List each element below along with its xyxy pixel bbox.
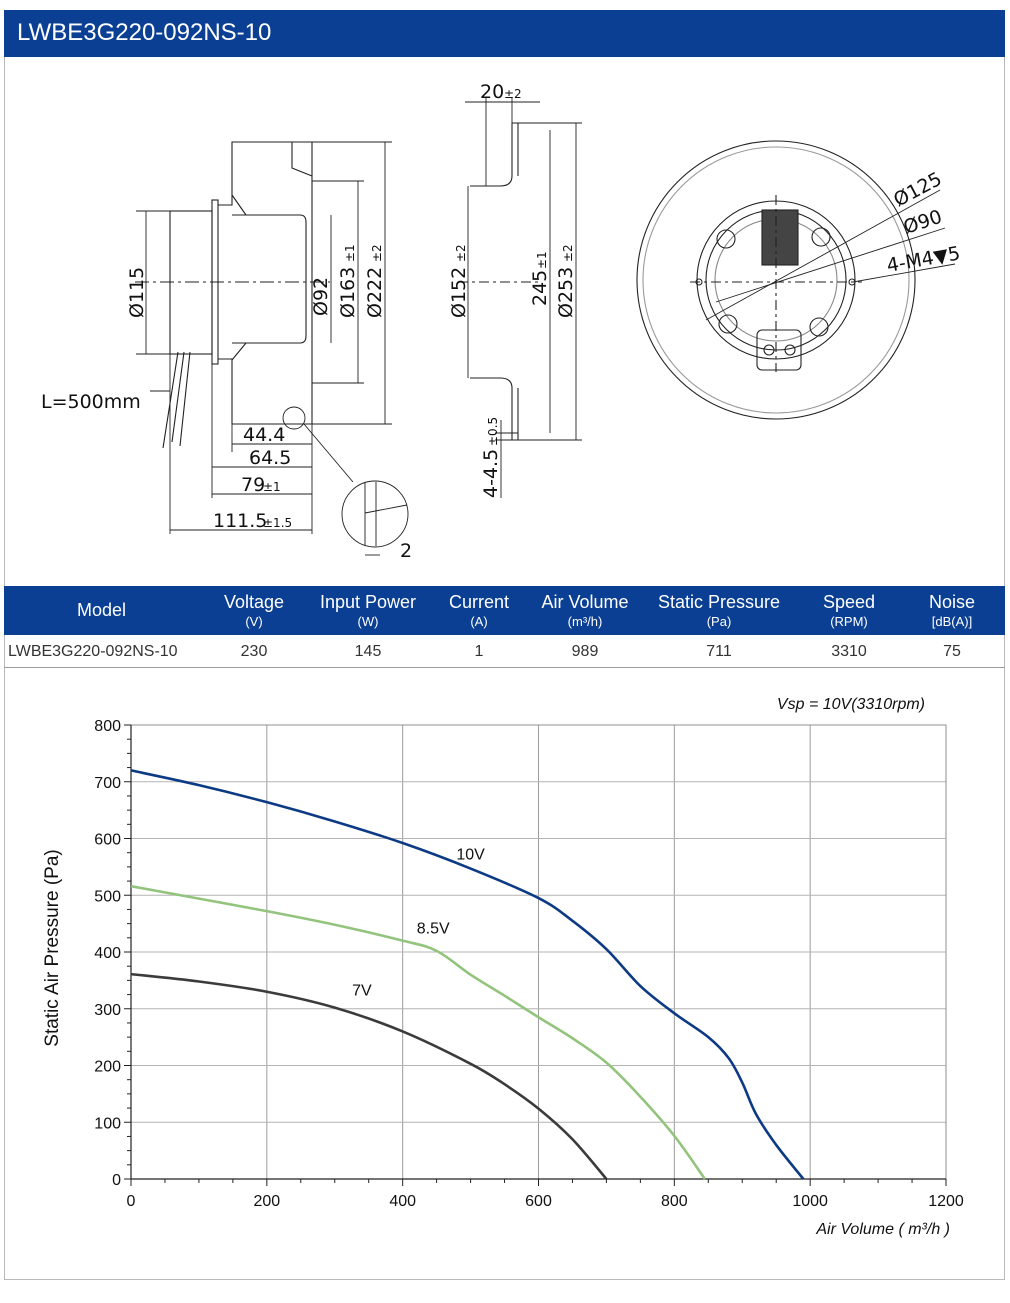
- y-tick-label: 200: [94, 1059, 121, 1076]
- dim-d163-tol: ±1: [343, 244, 357, 262]
- dim-d152-tol: ±2: [454, 244, 468, 262]
- cell-model: LWBE3G220-092NS-10: [8, 643, 178, 660]
- profile-view: [458, 97, 582, 498]
- header-air-volume: Air Volume (m³/h): [541, 592, 629, 629]
- chart-series-labels: 10V 8.5V 7V: [352, 846, 485, 999]
- dim-d253-tol: ±2: [561, 244, 575, 262]
- chart-axes: 0 100 200 300 400 500 600 700 800 0 200 400 600 800 10…: [94, 718, 964, 1210]
- x-tick-label: 0: [127, 1193, 136, 1210]
- y-tick-label: 800: [94, 718, 121, 735]
- series-line-7v: [130, 972, 608, 1180]
- dim-d222: Ø222: [364, 267, 386, 318]
- chart-grid: [130, 724, 947, 1180]
- cell-static-pressure: 711: [706, 643, 732, 660]
- dim-w20-tol: ±2: [504, 87, 522, 101]
- y-tick-label: 600: [94, 832, 121, 849]
- dim-w20: 20: [480, 81, 504, 103]
- series-label: 10V: [456, 846, 485, 863]
- side-dim-labels: Ø115 Ø92 Ø163 ±1 Ø222 ±2 L=500mm 44.4 64…: [41, 244, 412, 562]
- cell-input-power: 145: [354, 643, 382, 660]
- dim-m4: 4-M4▼5: [885, 242, 962, 277]
- header-speed: Speed (RPM): [822, 592, 876, 629]
- header-input-power: Input Power (W): [319, 592, 417, 629]
- dim-l64: 64.5: [249, 447, 291, 469]
- cell-current: 1: [474, 643, 484, 660]
- spec-table: Model Voltage (V) Input Power (W) Curren…: [4, 586, 1005, 668]
- profile-dim-labels: 20 ±2 Ø152 ±2 245 ±1 Ø253 ±2 4-4.5 ±0.5: [448, 81, 577, 498]
- dim-d92: Ø92: [310, 277, 332, 316]
- y-tick-label: 0: [112, 1172, 121, 1189]
- dim-d115: Ø115: [126, 267, 148, 318]
- x-axis-label: Air Volume ( m³/h ): [815, 1221, 950, 1238]
- dim-l79: 79: [241, 474, 265, 496]
- cell-noise: 75: [943, 643, 961, 660]
- dim-d90: Ø90: [901, 206, 945, 239]
- dim-l44: 44.4: [243, 424, 285, 446]
- dim-t4: 4-4.5: [480, 449, 502, 498]
- series-label: 8.5V: [417, 920, 450, 937]
- y-tick-label: 400: [94, 945, 121, 962]
- y-tick-label: 700: [94, 775, 121, 792]
- dim-d253: Ø253: [555, 267, 577, 318]
- dim-d152: Ø152: [448, 267, 470, 318]
- cell-speed: 3310: [831, 643, 867, 660]
- y-tick-label: 500: [94, 888, 121, 905]
- dim-l79-tol: ±1: [263, 480, 281, 494]
- dim-h245: 245: [529, 270, 551, 306]
- side-view: [135, 141, 330, 449]
- dim-lead-length: L=500mm: [41, 391, 141, 413]
- side-dim-lines: [136, 141, 409, 556]
- y-tick-label: 100: [94, 1115, 121, 1132]
- x-tick-label: 800: [661, 1193, 688, 1210]
- x-tick-label: 200: [253, 1193, 280, 1210]
- dimension-drawing: Ø115 Ø92 Ø163 ±1 Ø222 ±2 L=500mm 44.4 64…: [41, 81, 962, 562]
- title-bar: LWBE3G220-092NS-10: [4, 10, 1005, 57]
- chart-annotation: Vsp = 10V(3310rpm): [777, 696, 925, 713]
- x-tick-label: 1200: [928, 1193, 964, 1210]
- x-tick-label: 400: [389, 1193, 416, 1210]
- x-tick-label: 600: [525, 1193, 552, 1210]
- cell-voltage: 230: [240, 643, 268, 660]
- dim-t4-tol: ±0.5: [486, 417, 500, 446]
- header-static-pressure: Static Pressure (Pa): [657, 592, 781, 629]
- dim-d163: Ø163: [337, 267, 359, 318]
- series-label: 7V: [352, 983, 372, 1000]
- y-axis-label: Static Air Pressure (Pa): [42, 849, 63, 1046]
- header-current: Current (A): [448, 592, 510, 629]
- header-voltage: Voltage (V): [223, 592, 285, 629]
- front-dim-labels: Ø125 Ø90 4-M4▼5: [885, 168, 962, 277]
- chart-series: [130, 769, 805, 1180]
- y-tick-label: 300: [94, 1002, 121, 1019]
- header-noise: Noise [dB(A)]: [928, 592, 976, 629]
- dim-detail: 2: [400, 540, 412, 562]
- dim-d222-tol: ±2: [370, 244, 384, 262]
- page-title: LWBE3G220-092NS-10: [17, 19, 272, 46]
- performance-chart: 0 100 200 300 400 500 600 700 800 0 200 400 600 800 10…: [42, 696, 964, 1238]
- dim-l111: 111.5: [213, 510, 267, 532]
- cell-air-volume: 989: [571, 643, 599, 660]
- series-line-10v: [130, 769, 805, 1180]
- dim-h245-tol: ±1: [535, 251, 549, 269]
- x-tick-label: 1000: [792, 1193, 828, 1210]
- dim-d125: Ø125: [890, 168, 946, 211]
- front-view: [636, 140, 956, 420]
- dim-l111-tol: ±1.5: [263, 516, 292, 530]
- header-model: Model: [76, 600, 127, 620]
- spec-table-header: Model Voltage (V) Input Power (W) Curren…: [4, 586, 1005, 635]
- series-line-8-5v: [130, 884, 706, 1180]
- spec-table-row: LWBE3G220-092NS-10 230 145 1 989 711 331…: [4, 635, 1005, 668]
